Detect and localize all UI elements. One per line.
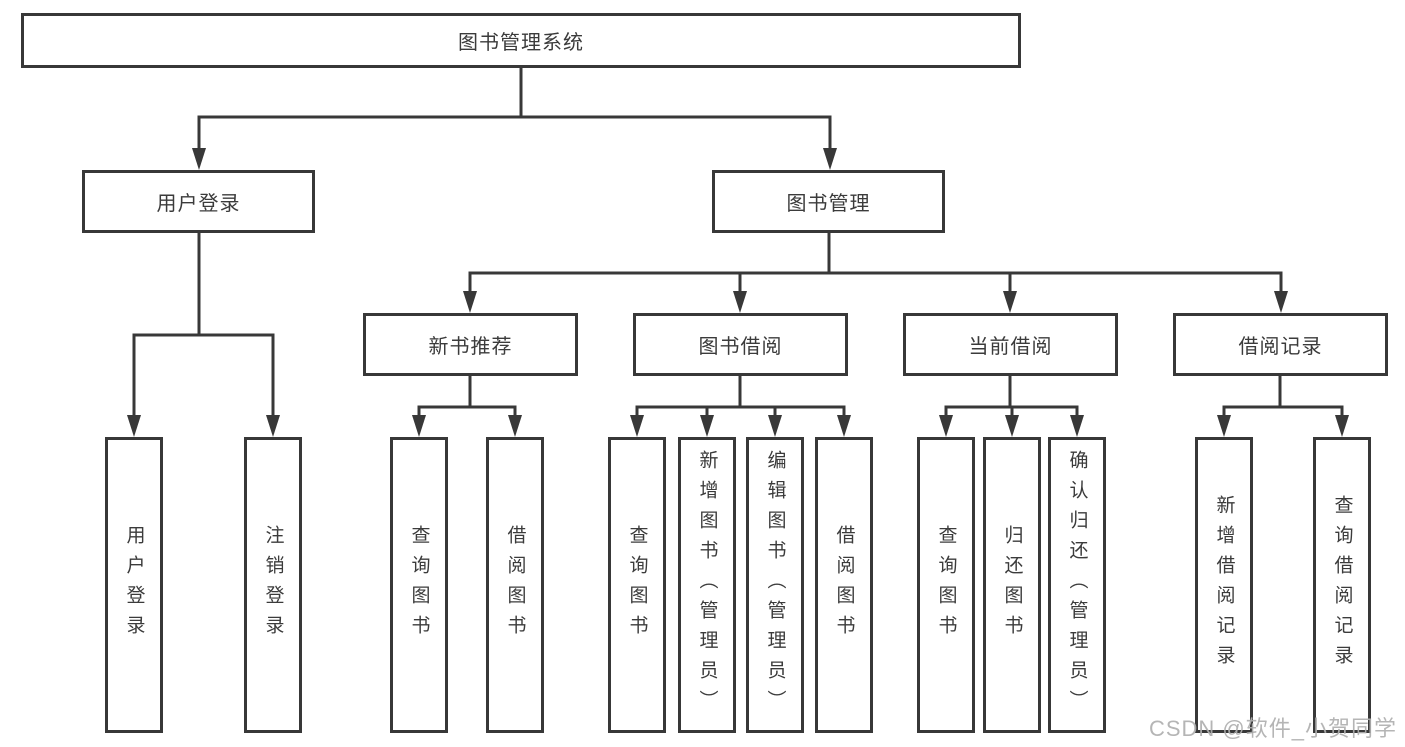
- leaf-query-borrow-record-label: 查询借阅记录: [1331, 495, 1353, 675]
- leaf-add-book-admin-label: 新增图书（管理员）: [696, 450, 718, 720]
- leaf-query-books-borrowing: 查询图书: [608, 437, 666, 733]
- leaf-query-books-current: 查询图书: [917, 437, 975, 733]
- node-new-book-recommend-label: 新书推荐: [428, 336, 513, 358]
- leaf-borrow-books-recommend: 借阅图书: [486, 437, 544, 733]
- leaf-add-borrow-record: 新增借阅记录: [1195, 437, 1253, 733]
- node-new-book-recommend: 新书推荐: [363, 313, 578, 376]
- leaf-confirm-return-admin: 确认归还（管理员）: [1048, 437, 1106, 733]
- leaf-add-book-admin: 新增图书（管理员）: [678, 437, 736, 733]
- leaf-user-login: 用户登录: [105, 437, 163, 733]
- leaf-borrow-books-borrowing-label: 借阅图书: [833, 525, 855, 645]
- leaf-confirm-return-admin-label: 确认归还（管理员）: [1066, 450, 1088, 720]
- leaf-return-book: 归还图书: [983, 437, 1041, 733]
- node-current-borrowing: 当前借阅: [903, 313, 1118, 376]
- arrowheads: [127, 148, 1349, 437]
- node-borrowing-records: 借阅记录: [1173, 313, 1388, 376]
- node-user-login-branch-label: 用户登录: [156, 193, 241, 215]
- leaf-edit-book-admin-label: 编辑图书（管理员）: [764, 450, 786, 720]
- leaf-logout: 注销登录: [244, 437, 302, 733]
- node-root-label: 图书管理系统: [458, 32, 584, 54]
- leaf-return-book-label: 归还图书: [1001, 525, 1023, 645]
- leaf-borrow-books-borrowing: 借阅图书: [815, 437, 873, 733]
- node-user-login-branch: 用户登录: [82, 170, 315, 233]
- leaf-query-books-recommend-label: 查询图书: [408, 525, 430, 645]
- leaf-borrow-books-recommend-label: 借阅图书: [504, 525, 526, 645]
- leaf-edit-book-admin: 编辑图书（管理员）: [746, 437, 804, 733]
- leaf-query-books-recommend: 查询图书: [390, 437, 448, 733]
- csdn-watermark: CSDN @软件_小贺同学: [1148, 716, 1397, 741]
- node-current-borrowing-label: 当前借阅: [968, 336, 1053, 358]
- node-book-management-branch: 图书管理: [712, 170, 945, 233]
- node-root: 图书管理系统: [21, 13, 1021, 68]
- leaf-query-borrow-record: 查询借阅记录: [1313, 437, 1371, 733]
- leaf-logout-label: 注销登录: [262, 525, 284, 645]
- node-book-borrowing-label: 图书借阅: [698, 336, 783, 358]
- leaf-user-login-label: 用户登录: [123, 525, 145, 645]
- node-book-borrowing: 图书借阅: [633, 313, 848, 376]
- node-book-management-branch-label: 图书管理: [786, 193, 871, 215]
- leaf-add-borrow-record-label: 新增借阅记录: [1213, 495, 1235, 675]
- node-borrowing-records-label: 借阅记录: [1238, 336, 1323, 358]
- leaf-query-books-borrowing-label: 查询图书: [626, 525, 648, 645]
- leaf-query-books-current-label: 查询图书: [935, 525, 957, 645]
